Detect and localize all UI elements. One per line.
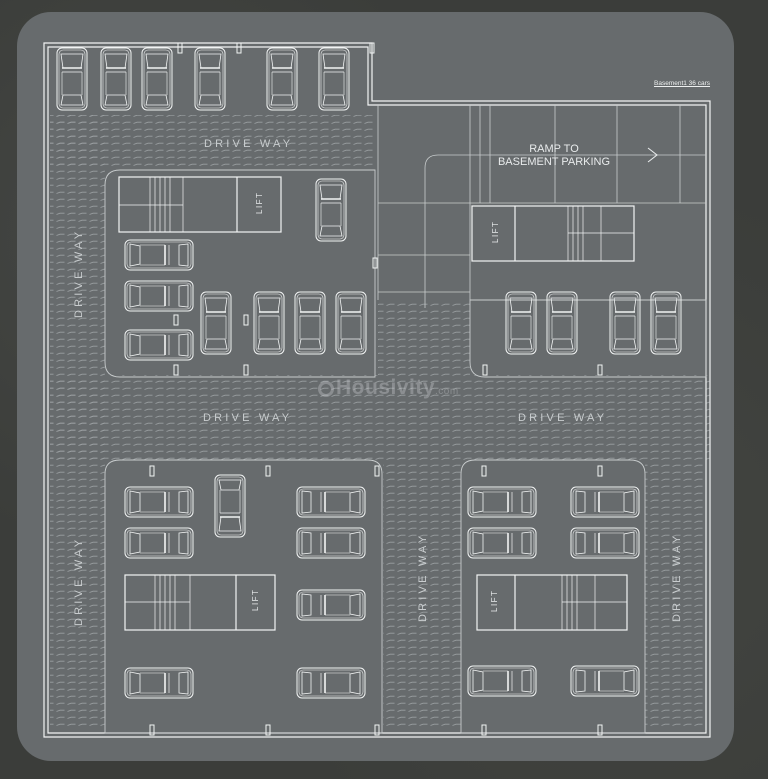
- watermark-brand: Housivity: [336, 376, 436, 399]
- driveway-label-middle-right: DRIVE WAY: [518, 412, 607, 424]
- lift-label-top-right: LIFT: [491, 221, 500, 243]
- lift-core-top-left: [118, 176, 282, 233]
- ramp-label-line2: BASEMENT PARKING: [498, 156, 610, 168]
- driveway-label-top: DRIVE WAY: [204, 138, 293, 150]
- driveway-label-left-lower: DRIVE WAY: [73, 537, 85, 626]
- driveway-label-center-lower: DRIVE WAY: [417, 533, 429, 622]
- basement-capacity-note: Basement1 36 cars: [654, 80, 711, 87]
- parking-islands: [104, 169, 707, 734]
- driveway-label-right-lower: DRIVE WAY: [671, 533, 683, 622]
- driveway-label-left-upper: DRIVE WAY: [73, 229, 85, 318]
- lift-label-bottom-left: LIFT: [251, 589, 260, 611]
- watermark-suffix: .com: [435, 386, 459, 397]
- watermark: Housivity.com: [318, 376, 459, 400]
- lift-core-bottom-right: [476, 574, 628, 631]
- ramp-label-line1: RAMP TO: [529, 143, 579, 155]
- driveway-hatching: [50, 115, 710, 730]
- ramp-area: [377, 105, 706, 308]
- driveway-label-middle-left: DRIVE WAY: [203, 412, 292, 424]
- housivity-logo-icon: [318, 381, 334, 397]
- lift-label-top-left: LIFT: [255, 192, 264, 214]
- lift-core-top-right: [471, 205, 635, 262]
- lift-label-bottom-right: LIFT: [490, 590, 499, 612]
- lift-core-bottom-left: [124, 574, 276, 631]
